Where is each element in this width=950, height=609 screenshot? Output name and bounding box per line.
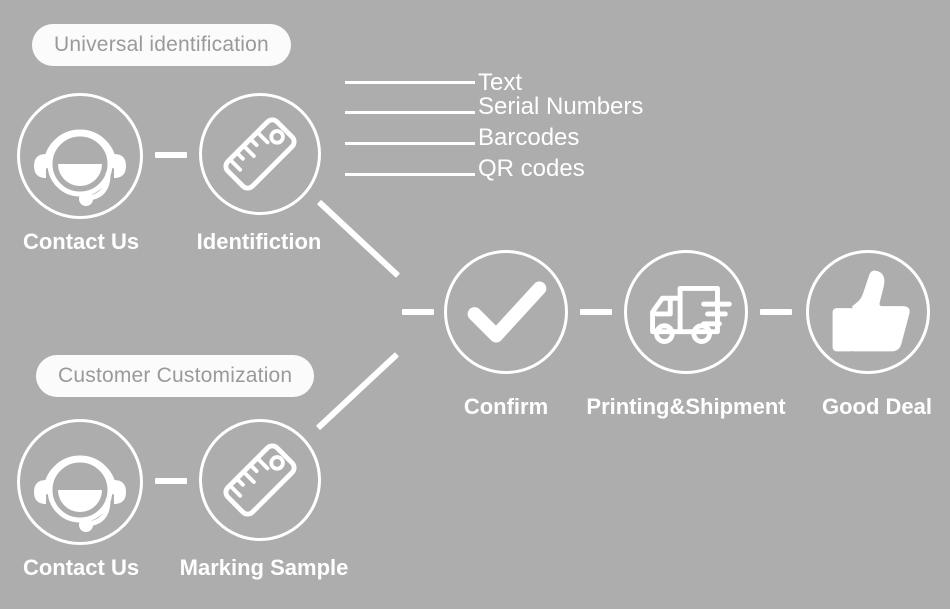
thumbs-up-icon-circle <box>806 250 930 374</box>
ruler-icon-circle-bottom <box>199 419 321 541</box>
badge-customer-label: Customer Customization <box>58 364 293 387</box>
list-label-qr-codes: QR codes <box>478 155 585 182</box>
ruler-icon <box>223 443 297 517</box>
node-label-printing-shipment: Printing&Shipment <box>586 394 786 419</box>
connector-diagonal-top <box>316 199 401 278</box>
node-label-identification: Identifiction <box>196 229 322 254</box>
node-label-confirm: Confirm <box>463 394 549 419</box>
delivery-truck-icon-circle <box>624 250 748 374</box>
headset-icon <box>34 455 126 532</box>
badge-universal-identification: Universal identification <box>32 24 291 66</box>
node-label-good-deal: Good Deal <box>821 394 933 419</box>
list-line-qr-codes <box>345 173 475 176</box>
connector-dash-top <box>155 152 187 158</box>
list-line-serial-numbers <box>345 111 475 114</box>
ruler-icon <box>223 117 297 191</box>
checkmark-icon-circle <box>444 250 568 374</box>
headset-icon-circle-bottom <box>17 419 143 545</box>
checkmark-icon <box>467 281 547 343</box>
badge-universal-label: Universal identification <box>54 33 269 56</box>
node-label-contact-us-bottom: Contact Us <box>22 555 140 580</box>
headset-icon <box>34 129 126 206</box>
headset-icon-circle-top <box>17 93 143 219</box>
node-label-contact-us-top: Contact Us <box>22 229 140 254</box>
connector-dash-confirm-to-shipment <box>580 309 612 315</box>
connector-diagonal-bottom <box>315 352 400 431</box>
badge-customer-customization: Customer Customization <box>36 355 315 397</box>
delivery-truck-icon <box>650 285 732 344</box>
list-line-barcodes <box>345 142 475 145</box>
ruler-icon-circle-top <box>199 93 321 215</box>
list-line-text <box>345 81 475 84</box>
node-label-marking-sample: Marking Sample <box>179 555 349 580</box>
connector-dash-to-confirm <box>402 309 434 315</box>
list-label-barcodes: Barcodes <box>478 124 580 151</box>
connector-dash-shipment-to-gooddeal <box>760 309 792 315</box>
connector-dash-bottom <box>155 478 187 484</box>
thumbs-up-icon <box>832 270 910 352</box>
list-label-text: Text <box>478 69 523 96</box>
list-label-serial-numbers: Serial Numbers <box>478 93 644 120</box>
